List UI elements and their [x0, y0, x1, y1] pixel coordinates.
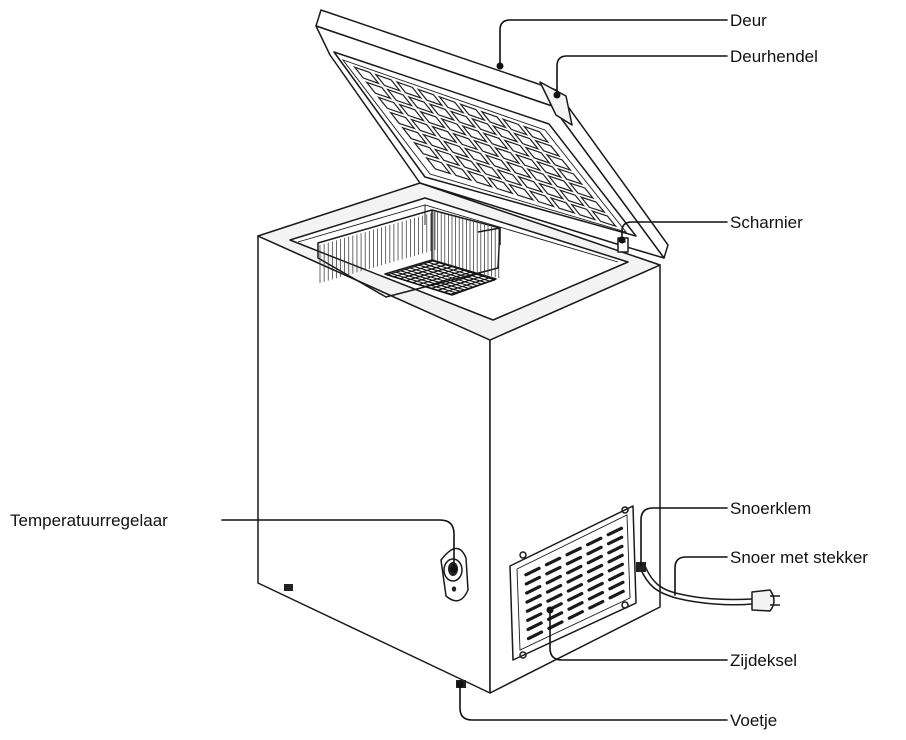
leader-cord-clamp — [640, 507, 728, 567]
leader-lines — [221, 19, 728, 721]
leader-temperature-control — [221, 519, 455, 570]
leader-door-handle-dot — [553, 91, 561, 99]
label-foot: Voetje — [730, 711, 777, 730]
label-side-cover: Zijdeksel — [730, 651, 797, 670]
leader-foot — [459, 683, 728, 721]
freezer-basket — [317, 209, 501, 298]
plug-shape — [751, 589, 775, 612]
label-door-handle: Deurhendel — [730, 47, 818, 66]
leader-cord-with-plug — [674, 556, 728, 596]
leader-foot-dot — [456, 680, 464, 688]
leader-door-handle — [556, 55, 728, 96]
cord-clamp-shape — [636, 562, 646, 572]
leader-temperature-control-dot — [450, 565, 458, 573]
leader-hinge-dot — [618, 236, 626, 244]
leader-hinge — [621, 221, 728, 239]
leader-door-dot — [496, 62, 504, 70]
label-hinge: Scharnier — [730, 213, 803, 232]
leader-door — [499, 19, 728, 67]
lid — [315, 9, 669, 259]
side-cover-panel — [509, 505, 637, 661]
callout-labels: Deur Deurhendel Scharnier Temperatuurreg… — [10, 11, 868, 730]
label-cord-clamp: Snoerklem — [730, 499, 811, 518]
label-door: Deur — [730, 11, 767, 30]
leader-side-cover-dot — [546, 606, 554, 614]
label-cord-with-plug: Snoer met stekker — [730, 548, 868, 567]
power-cord — [636, 562, 780, 612]
leader-side-cover — [549, 609, 728, 661]
label-temperature-control: Temperatuurregelaar — [10, 511, 168, 530]
